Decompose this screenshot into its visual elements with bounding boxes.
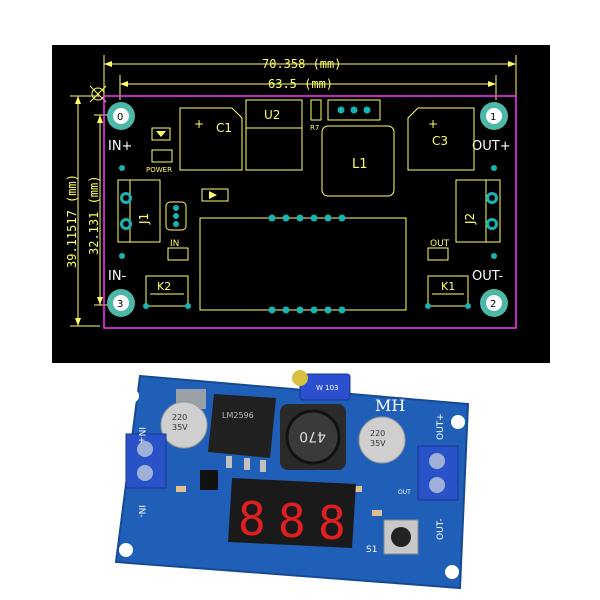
label-in-minus: IN-: [108, 269, 127, 284]
svg-text:470: 470: [299, 428, 326, 444]
inductor: 470: [280, 404, 346, 470]
dimension-arrows: [75, 61, 516, 326]
r7-label: R7: [310, 124, 319, 132]
svg-text:K1: K1: [441, 280, 455, 293]
svg-text:J1: J1: [137, 213, 151, 225]
svg-text:1: 1: [490, 112, 496, 123]
power-label: POWER: [146, 166, 172, 174]
transistor: [200, 470, 218, 490]
potentiometer: [299, 373, 351, 401]
svg-text:0: 0: [117, 112, 123, 123]
svg-text:35V: 35V: [370, 439, 386, 448]
origin-marker: [89, 85, 107, 103]
svg-text:S1: S1: [366, 545, 377, 555]
photo-in-minus: IN-: [136, 505, 146, 518]
display-digit-3: 8: [318, 496, 346, 550]
in-led-label: IN: [170, 239, 179, 249]
svg-text:220: 220: [370, 429, 385, 438]
input-terminal: [125, 433, 167, 489]
c1-label: C1: [216, 121, 232, 135]
c3-plus: +: [428, 117, 438, 131]
dim-width-holes: 63.5 (mm): [268, 77, 333, 91]
brand-label: MH: [375, 396, 405, 415]
j1-terminal: J1: [117, 179, 161, 243]
capacitor-left: 220 35V: [160, 401, 208, 449]
board-outline: [103, 95, 517, 329]
vias: [119, 165, 497, 259]
c1-plus: +: [194, 117, 204, 131]
out-led-label: OUT: [430, 239, 450, 249]
push-button-s1: S1: [366, 519, 419, 555]
svg-text:LM2596: LM2596: [222, 411, 254, 420]
power-led: [151, 127, 171, 141]
c3-footprint: [407, 107, 475, 171]
pot-header: [327, 99, 381, 121]
output-terminal: [417, 445, 459, 501]
label-out-minus: OUT-: [472, 269, 503, 284]
seven-segment-display: 8 8 8: [228, 478, 356, 550]
label-in-plus: IN+: [108, 139, 132, 154]
mounting-hole-0: 0: [107, 102, 135, 130]
display-digit-2: 8: [278, 494, 306, 548]
svg-text:220: 220: [172, 413, 187, 422]
regulator-ic: LM2596: [176, 389, 276, 472]
l1-label: L1: [352, 157, 368, 172]
svg-text:J2: J2: [463, 213, 477, 225]
out-led: [427, 247, 449, 261]
capacitor-right: 220 35V: [358, 416, 406, 464]
svg-text:35V: 35V: [172, 423, 188, 432]
c3-label: C3: [432, 134, 448, 148]
svg-text:2: 2: [490, 299, 496, 310]
dim-height-holes: 32.131 (mm): [87, 176, 101, 255]
photo-out-minus: OUT-: [436, 518, 446, 540]
c1-footprint: [179, 107, 243, 171]
svg-text:3: 3: [117, 299, 123, 310]
photo-out-small: OUT: [398, 489, 411, 496]
dim-width-total: 70.358 (mm): [262, 57, 341, 71]
svg-text:K2: K2: [157, 280, 171, 293]
mounting-hole-2: 2: [480, 289, 508, 317]
mounting-hole-1: 1: [480, 102, 508, 130]
u2-footprint: [245, 99, 303, 171]
photo-out-plus: OUT+: [436, 413, 446, 440]
mounting-hole-3: 3: [107, 289, 135, 317]
svg-text:W 103: W 103: [316, 384, 339, 392]
u2-label: U2: [264, 108, 280, 122]
pcb-layout-drawing: 70.358 (mm) 63.5 (mm) 39.11517 (mm) 32.1…: [52, 45, 550, 363]
k2-switch: K2: [143, 275, 191, 309]
in-led: [167, 247, 189, 261]
k1-switch: K1: [425, 275, 471, 309]
display-pins: [268, 214, 346, 314]
j2-terminal: J2: [455, 179, 501, 243]
display-digit-1: 8: [238, 492, 266, 546]
j1-jumper: [165, 201, 187, 231]
smd-parts: [176, 486, 186, 492]
l1-footprint: [321, 125, 395, 197]
dim-height-total: 39.11517 (mm): [65, 174, 79, 268]
label-out-plus: OUT+: [472, 139, 511, 154]
diode-footprint: [201, 188, 229, 202]
r7-footprint: [310, 99, 322, 121]
photo-in-plus: IN+: [136, 427, 146, 444]
